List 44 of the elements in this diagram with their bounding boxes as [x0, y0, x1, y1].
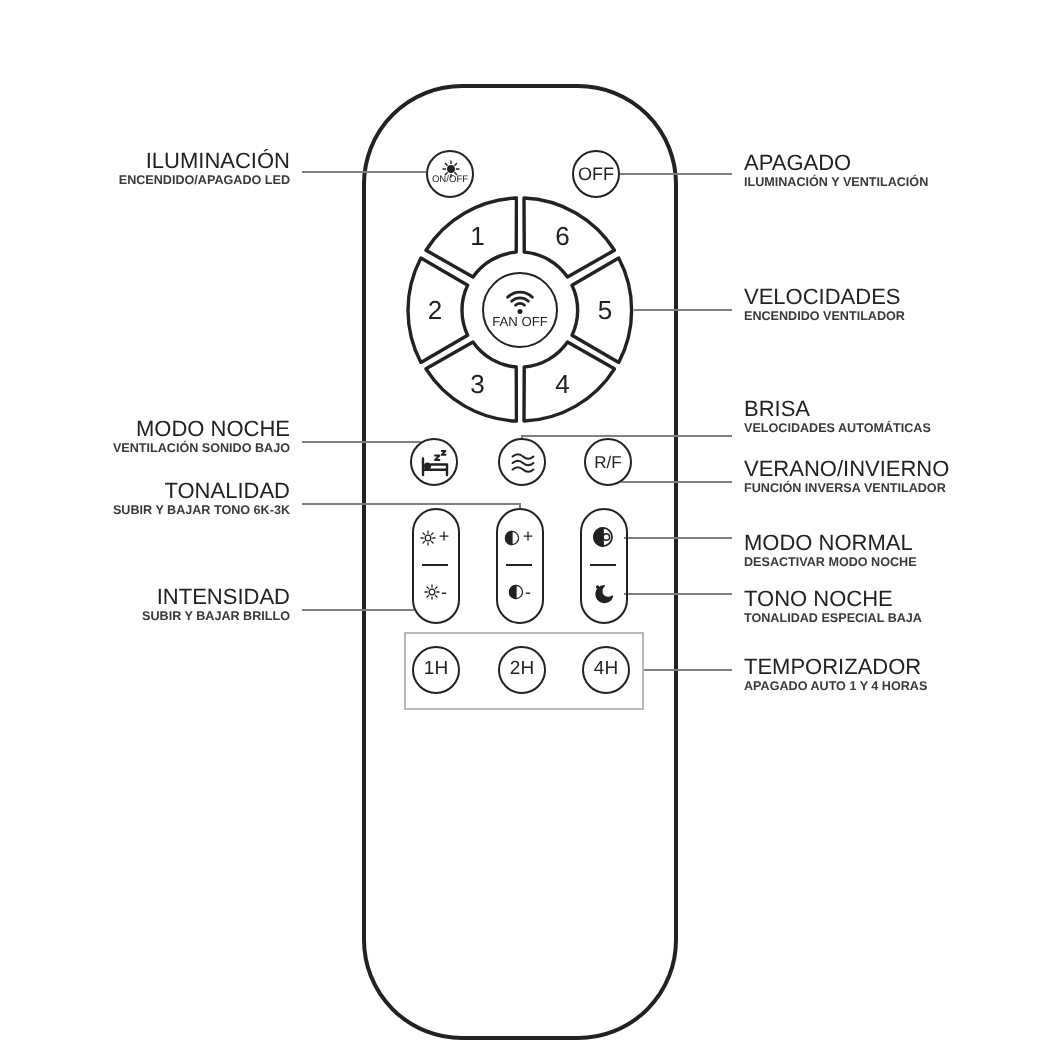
leader-line — [620, 481, 733, 483]
callout-title: MODO NORMAL — [744, 532, 913, 556]
remote-control-body — [362, 84, 678, 1040]
callout-title: VERANO/INVIERNO — [744, 458, 950, 482]
callout-title: APAGADO — [744, 152, 852, 176]
round-button — [410, 438, 458, 486]
callout-title: ILUMINACIÓN — [145, 150, 290, 174]
rocker-key: + — [498, 510, 540, 565]
callout-title: TONALIDAD — [164, 480, 290, 504]
leader-line — [521, 435, 733, 439]
leader-line — [643, 669, 733, 671]
round-button: OFF — [572, 150, 620, 198]
rocker-button — [496, 508, 544, 624]
leader-line — [301, 503, 521, 509]
leader-line — [623, 537, 733, 539]
callout-title: TONO NOCHE — [744, 588, 893, 612]
segment-button: 3 — [423, 340, 518, 424]
round-button — [498, 438, 546, 486]
round-button: 1H — [412, 646, 460, 694]
callout-title: VELOCIDADES — [744, 286, 901, 310]
rocker-key: - — [498, 565, 540, 620]
segment-button: 4 — [522, 340, 617, 424]
segment-button: 5 — [570, 255, 634, 365]
rocker-key: - — [414, 565, 456, 620]
leader-line — [623, 593, 733, 595]
segment-button: 6 — [522, 196, 617, 280]
rocker-button — [580, 508, 628, 624]
callout-title: INTENSIDAD — [156, 586, 290, 610]
segment-button: 2 — [406, 255, 470, 365]
callout-title: BRISA — [744, 398, 811, 422]
leader-line — [301, 441, 422, 443]
segment-button: 1 — [423, 196, 518, 280]
callout-title: TEMPORIZADOR — [744, 656, 922, 680]
button-panel — [404, 632, 644, 710]
rocker-key: + — [414, 510, 456, 565]
rocker-button — [412, 508, 460, 624]
round-button: R/F — [584, 438, 632, 486]
leader-line — [633, 309, 733, 311]
leader-line — [301, 609, 415, 611]
round-button: 2H — [498, 646, 546, 694]
leader-line — [619, 173, 733, 175]
callout-title: MODO NOCHE — [136, 418, 290, 442]
round-button: 4H — [582, 646, 630, 694]
leader-line — [301, 171, 427, 173]
